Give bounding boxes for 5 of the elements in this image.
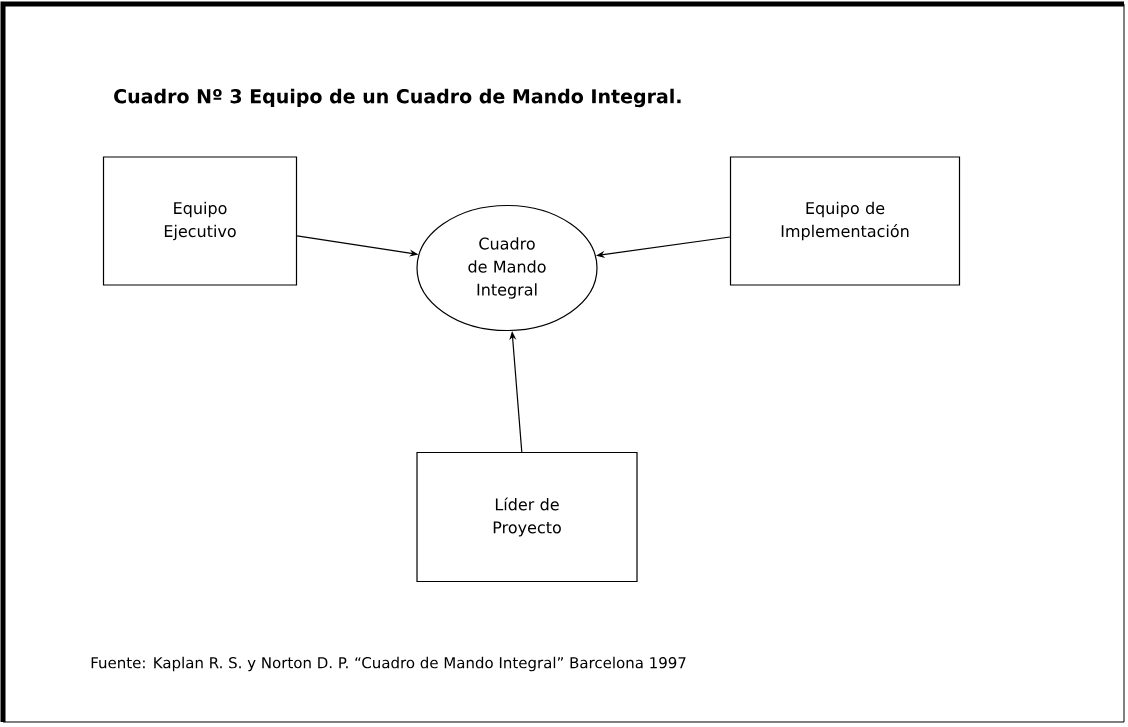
- process-box: Equipo de Implementación: [729, 156, 961, 286]
- process-box: Equipo Ejecutivo: [102, 156, 298, 286]
- title: Cuadro Nº 3 Equipo de un Cuadro de Mando Integral.: [114, 88, 681, 108]
- source-note: Fuente: Kaplan R. S. y Norton D. P. “Cuadro de Mando Integral” Barcelona 1997: [91, 656, 686, 672]
- process-box: Líder de Proyecto: [416, 451, 638, 583]
